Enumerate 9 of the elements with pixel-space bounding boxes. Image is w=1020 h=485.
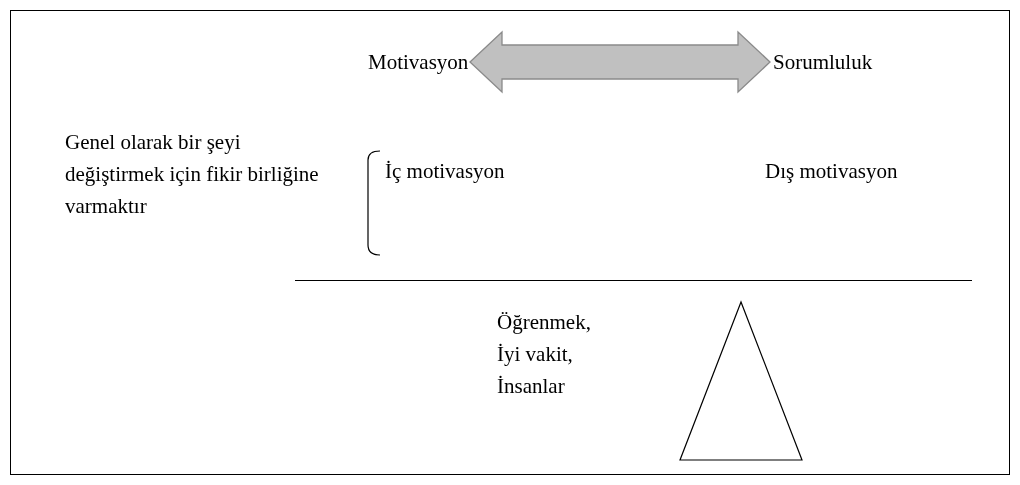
list-text: Öğrenmek,: [497, 309, 591, 336]
description-text: Genel olarak bir şeyi değiştirmek için fikir birliğine varmaktır: [65, 129, 320, 220]
list-text: İnsanlar: [497, 373, 565, 400]
term-label: Sorumluluk: [773, 46, 873, 78]
double-arrow: [469, 30, 771, 94]
label-text: İç motivasyon: [385, 158, 505, 185]
term-label: Motivasyon: [368, 46, 469, 78]
label-text: Dış motivasyon: [765, 158, 898, 185]
list-text: İyi vakit,: [497, 341, 573, 368]
